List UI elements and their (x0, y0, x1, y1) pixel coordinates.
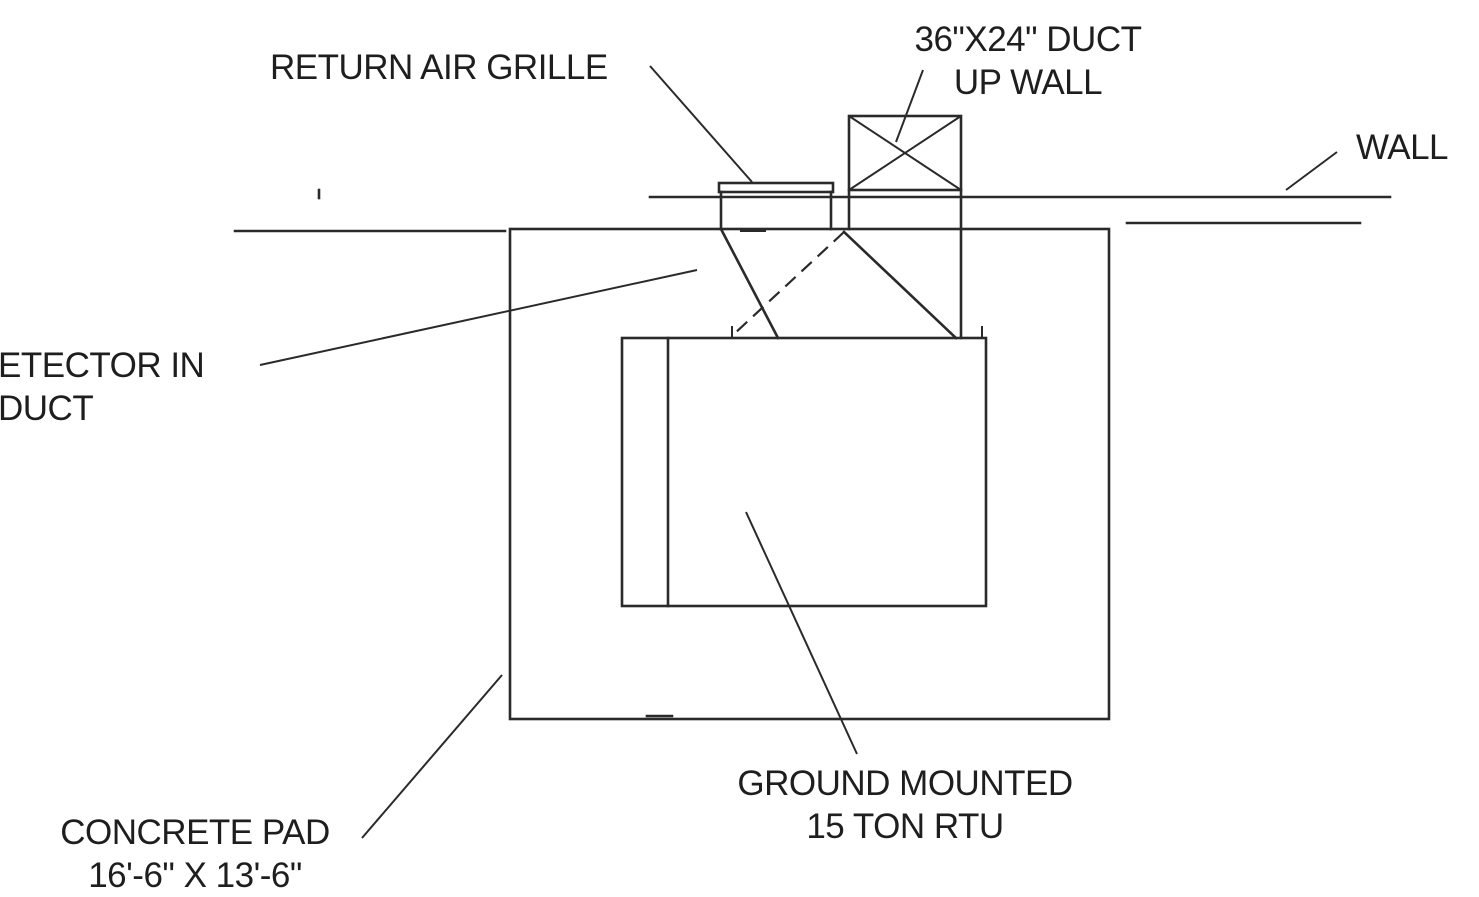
hvac-plan-drawing (233, 65, 1392, 839)
leader-concrete-pad (361, 674, 503, 839)
supply-transition (842, 230, 958, 340)
rtu-unit (620, 336, 988, 608)
duct-size-text: 36"X24" DUCT (914, 20, 1143, 59)
duct-up-wall-label: 36"X24" DUCT UP WALL (888, 18, 1168, 104)
concrete-pad (508, 227, 1111, 721)
return-air-grille (717, 181, 835, 194)
detector-text-line2: DUCT (0, 389, 94, 428)
duct-location-text: UP WALL (953, 63, 1103, 102)
leader-rtu (745, 511, 858, 755)
wall-label: WALL (1356, 128, 1449, 167)
leader-return-air-grille (649, 65, 753, 183)
return-air-grille-label: RETURN AIR GRILLE (270, 48, 608, 87)
detector-text-line1: ETECTOR IN (0, 346, 205, 385)
leader-detector (259, 269, 698, 366)
rtu-text-line1: GROUND MOUNTED (737, 764, 1073, 803)
leader-wall (1285, 151, 1338, 191)
rtu-text-line2: 15 TON RTU (806, 807, 1004, 846)
pad-text-line1: CONCRETE PAD (60, 813, 330, 852)
pad-text-line2: 16'-6" X 13'-6" (88, 856, 302, 895)
leader-duct-up-wall (895, 69, 924, 143)
return-transition (719, 227, 780, 340)
detector-label: ETECTOR IN DUCT (0, 344, 205, 430)
supply-duct-x-2 (848, 115, 962, 191)
hidden-duct-line (733, 231, 845, 335)
concrete-pad-label: CONCRETE PAD 16'-6" X 13'-6" (30, 811, 360, 897)
rtu-label: GROUND MOUNTED 15 TON RTU (700, 762, 1110, 848)
